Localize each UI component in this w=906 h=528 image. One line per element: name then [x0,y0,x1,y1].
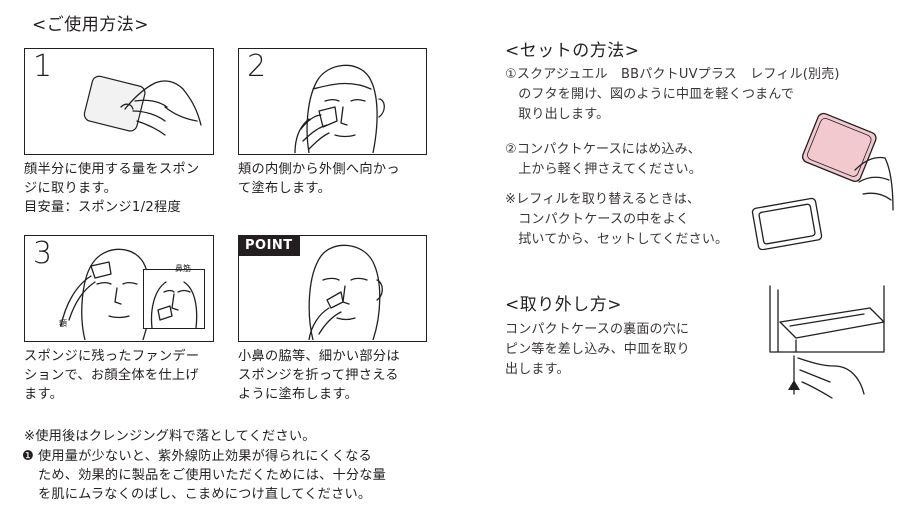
step-2-number: 2 [247,49,267,84]
step-1-caption: 顔半分に使用する量をスポン ジに取ります。 目安量：スポンジ1/2程度 [24,162,200,215]
step-2-panel: 2 [238,48,427,155]
nose-closeup-illustration [150,281,198,328]
removal-illustration [769,285,885,399]
removal-heading: <取り外し方> [505,295,622,315]
set-step-1: ①スクアジュエル BBパクトUVプラス レフィル(別売) のフタを開け、図のよう… [505,67,840,122]
face-nose-illustration [308,244,383,340]
point-panel: POINT [238,235,427,342]
set-step-2: ②コンパクトケースにはめ込み、 上から軽く押さえてください。 [505,142,702,177]
uv-warning-text: 使用量が少ないと、紫外線防止効果が得られにくくなる ため、効果的に製品をご使用い… [38,449,387,502]
step-1-panel: 1 [24,48,214,155]
point-badge: POINT [239,236,300,256]
refill-insert-illustration [751,112,894,250]
step-2-caption: 頬の内側から外側へ向かっ て塗布します。 [238,162,400,196]
face-cheek-illustration [294,64,385,153]
point-caption: 小鼻の脇等、細かい部分は スポンジを折って押さえる ように塗布します。 [238,349,400,402]
step-3-panel: 3 鼻筋 額 [24,235,214,342]
step-3-number: 3 [33,236,53,271]
refill-replace-note: ※レフィルを取り替えるときは、 コンパクトケースの中をよく 拭いてから、セットし… [505,192,729,247]
set-method-heading: <セットの方法> [505,41,640,61]
removal-text: コンパクトケースの裏面の穴に ピン等を差し込み、中皿を取り 出します。 [505,322,690,377]
usage-heading: <ご使用方法> [32,15,149,35]
cleansing-note: ※使用後はクレンジング料で落としてください。 [24,429,316,444]
step-3-label-nose: 鼻筋 [175,264,191,273]
sponge-hand-illustration [83,75,202,136]
warning-mark: ❶ [22,449,35,464]
step-3-label-forehead: 額 [59,319,67,328]
step-1-number: 1 [33,49,53,84]
step-3-inset [143,269,205,329]
step-3-caption: スポンジに残ったファンデー ションで、お顔全体を仕上げ ます。 [24,349,200,402]
